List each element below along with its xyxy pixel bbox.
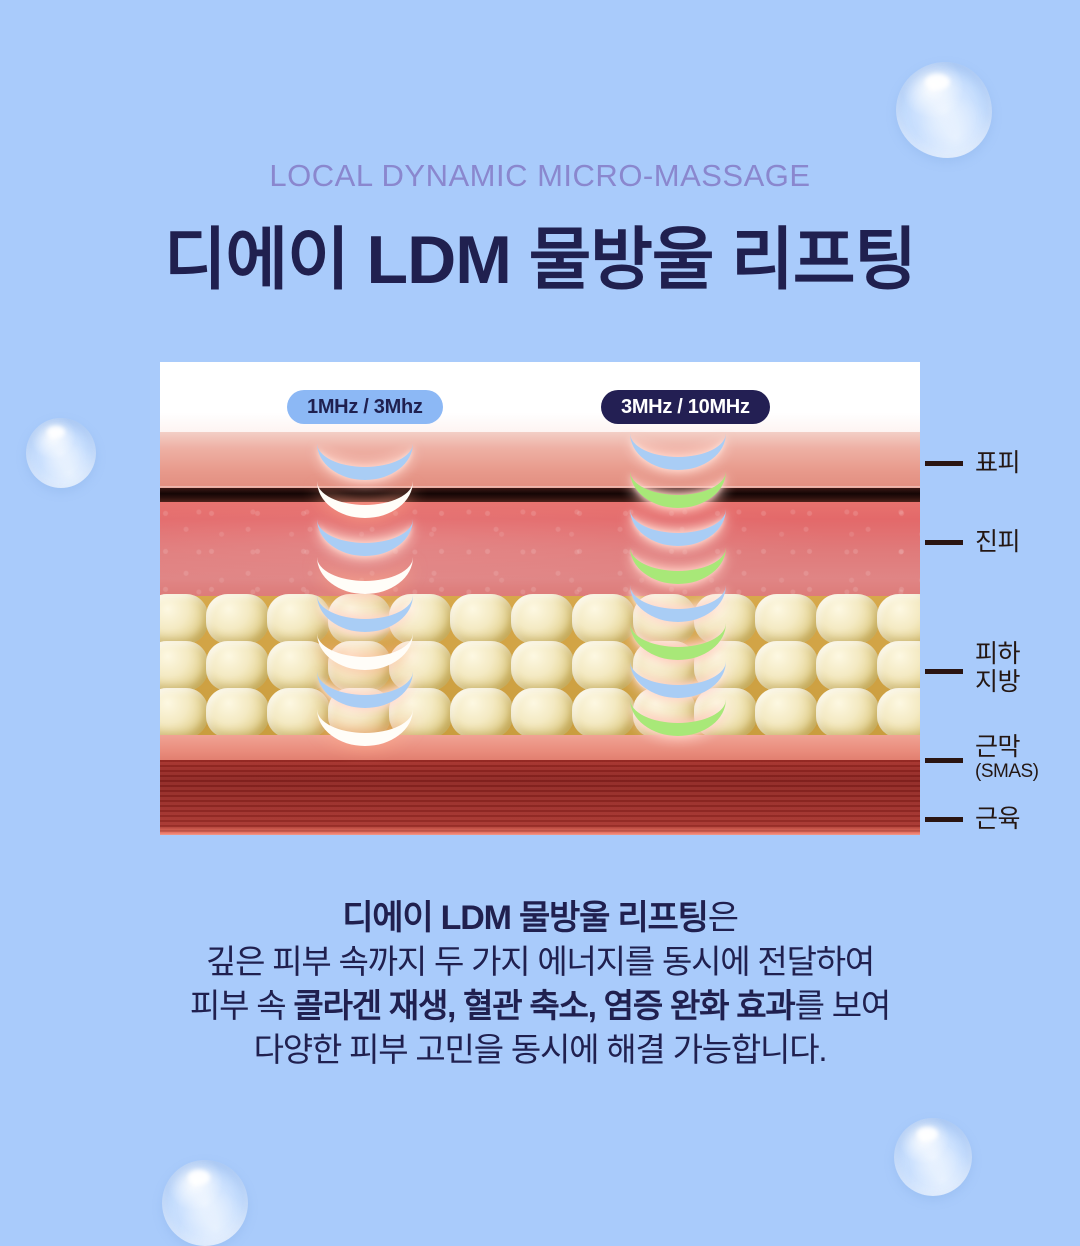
page-header: LOCAL DYNAMIC MICRO-MASSAGE 디에이 LDM 물방울 … — [0, 0, 1080, 303]
callout-dermis: 진피 — [925, 528, 1021, 556]
callout-label-sub: (SMAS) — [975, 761, 1039, 782]
leader-line-icon — [925, 539, 963, 545]
callout-label-line2: 지방 — [975, 668, 1021, 696]
callout-label: 진피 — [975, 528, 1021, 556]
fat-cell-row — [160, 688, 920, 738]
water-droplet-bottom-right — [894, 1118, 972, 1196]
callout-muscle: 근육 — [925, 805, 1021, 833]
layer-subcutaneous-fat — [160, 594, 920, 738]
skin-cross-section-diagram: 1MHz / 3Mhz 3MHz / 10MHz — [160, 362, 920, 835]
leader-line-icon — [925, 460, 963, 466]
description-line-2: 깊은 피부 속까지 두 가지 에너지를 동시에 전달하여 — [205, 943, 875, 980]
callout-subcutaneous-fat: 피하 지방 — [925, 640, 1021, 696]
callout-label: 표피 — [975, 449, 1021, 477]
layer-epidermis — [160, 432, 920, 490]
layer-dermis — [160, 502, 920, 598]
callout-smas: 근막 (SMAS) — [925, 733, 1039, 782]
description-line-1-bold: 디에이 LDM 물방울 리프팅 — [342, 899, 709, 937]
description-line-3-tail: 를 보여 — [794, 987, 892, 1024]
callout-label: 근육 — [975, 805, 1021, 833]
leader-line-icon — [925, 758, 963, 764]
fat-cell-row — [160, 641, 920, 691]
layer-air — [160, 362, 920, 434]
description-line-4: 다양한 피부 고민을 동시에 해결 가능합니다. — [253, 1031, 828, 1068]
callout-label: 피하 지방 — [975, 640, 1021, 696]
layer-smas — [160, 735, 920, 762]
callout-label-line1: 근막 — [975, 733, 1021, 761]
page-title: 디에이 LDM 물방울 리프팅 — [163, 222, 917, 298]
description-line-3-head: 피부 속 — [189, 987, 294, 1024]
description-block: 디에이 LDM 물방울 리프팅은 깊은 피부 속까지 두 가지 에너지를 동시에… — [0, 896, 1080, 1072]
frequency-badge-low: 1MHz / 3Mhz — [287, 390, 443, 424]
callout-label-line1: 피하 — [975, 640, 1021, 668]
water-droplet-bottom-left — [162, 1160, 248, 1246]
description-line-1: 디에이 LDM 물방울 리프팅은 — [0, 896, 1080, 940]
layer-muscle — [160, 760, 920, 835]
fat-cell-row — [160, 594, 920, 644]
water-droplet-left — [26, 418, 96, 488]
description-line-3: 피부 속 콜라겐 재생, 혈관 축소, 염증 완화 효과를 보여 — [0, 984, 1080, 1028]
eyebrow-text: LOCAL DYNAMIC MICRO-MASSAGE — [269, 158, 811, 193]
description-line-1-tail: 은 — [707, 899, 739, 937]
description-line-3-bold: 콜라겐 재생, 혈관 축소, 염증 완화 효과 — [293, 987, 795, 1024]
callout-label: 근막 (SMAS) — [975, 733, 1039, 782]
frequency-badge-high: 3MHz / 10MHz — [601, 390, 770, 424]
leader-line-icon — [925, 816, 963, 822]
leader-line-icon — [925, 668, 963, 674]
callout-epidermis: 표피 — [925, 449, 1021, 477]
